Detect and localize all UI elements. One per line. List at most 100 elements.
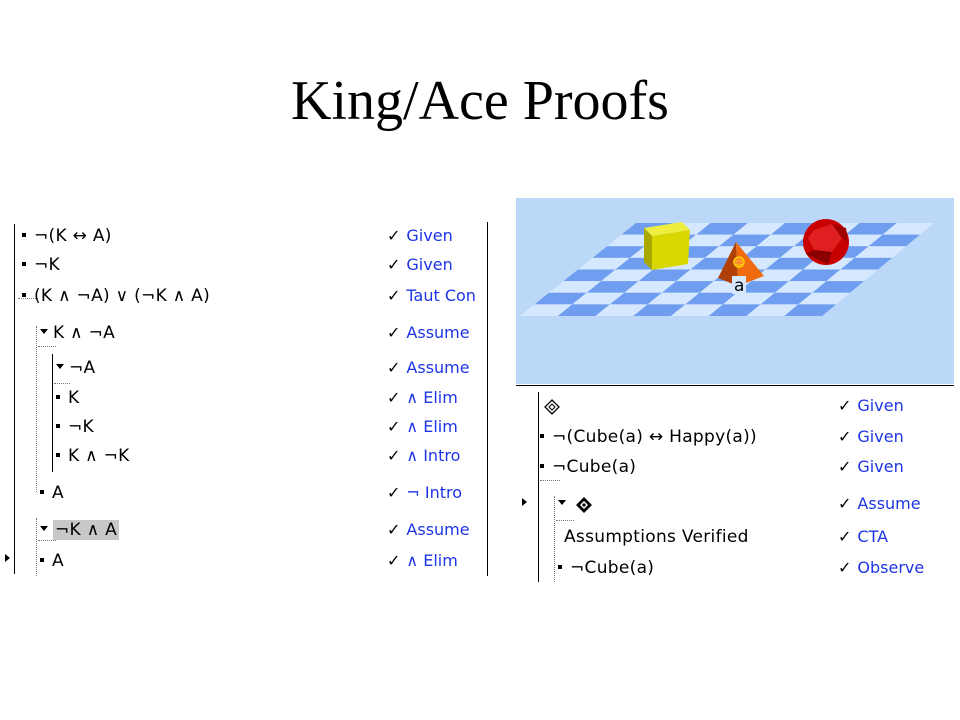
board-square[interactable] <box>638 269 691 282</box>
board-square[interactable] <box>624 281 677 293</box>
disclosure-triangle-icon[interactable] <box>56 364 64 370</box>
orange-pyramid-icon[interactable] <box>718 242 764 286</box>
board-square[interactable] <box>578 257 630 270</box>
rule-3[interactable]: ✓Given <box>838 455 904 479</box>
board-square[interactable] <box>601 269 653 282</box>
proof-line-1[interactable] <box>544 394 560 418</box>
board-square[interactable] <box>784 304 836 316</box>
board-square[interactable] <box>696 223 748 235</box>
board-square[interactable] <box>676 269 728 282</box>
proof-line-5[interactable]: ¬A <box>56 356 95 380</box>
board-square[interactable] <box>722 292 775 305</box>
disclosure-triangle-icon[interactable] <box>40 329 48 335</box>
rule-2[interactable]: ✓Given <box>387 253 453 277</box>
rule-7[interactable]: ✓∧ Elim <box>387 415 458 439</box>
formula[interactable]: A <box>52 551 64 571</box>
board-square[interactable] <box>563 269 616 282</box>
formula[interactable]: ¬K <box>34 255 60 275</box>
formula[interactable]: ¬(K ↔ A) <box>34 226 112 246</box>
proof-line-7[interactable]: ¬K <box>56 415 94 439</box>
proof-line-5[interactable]: Assumptions Verified <box>564 525 749 549</box>
board-square[interactable] <box>572 292 625 305</box>
rule-3[interactable]: ✓Taut Con <box>387 284 476 308</box>
proof-line-3[interactable]: ¬Cube(a) <box>540 455 636 479</box>
focus-slider-icon[interactable] <box>522 498 527 506</box>
board-square[interactable] <box>746 304 799 316</box>
board-square[interactable] <box>595 304 648 316</box>
board-square[interactable] <box>609 292 662 305</box>
board-square[interactable] <box>737 281 789 293</box>
board-square[interactable] <box>671 304 723 316</box>
board-square[interactable] <box>788 269 841 282</box>
board-square[interactable] <box>812 281 864 293</box>
board-square[interactable] <box>719 234 771 247</box>
rule-6[interactable]: ✓Observe <box>838 556 924 580</box>
proof-line-2[interactable]: ¬(Cube(a) ↔ Happy(a)) <box>540 425 757 449</box>
formula[interactable]: ¬Cube(a) <box>570 558 655 578</box>
formula[interactable]: ¬A <box>69 358 96 378</box>
rule-2[interactable]: ✓Given <box>838 425 904 449</box>
board-square[interactable] <box>685 292 738 305</box>
proof-line-4[interactable]: K ∧ ¬A <box>40 321 115 345</box>
rule-11[interactable]: ✓∧ Elim <box>387 549 458 573</box>
rule-5[interactable]: ✓Assume <box>387 356 470 380</box>
board-square[interactable] <box>774 281 827 293</box>
rule-4[interactable]: ✓Assume <box>838 492 921 516</box>
board-square[interactable] <box>760 292 813 305</box>
disclosure-triangle-icon[interactable] <box>558 500 566 506</box>
board-square[interactable] <box>854 246 906 258</box>
proof-line-3[interactable]: (K ∧ ¬A) ∨ (¬K ∧ A) <box>22 284 210 308</box>
board-square[interactable] <box>520 304 573 316</box>
rule-5[interactable]: ✓CTA <box>838 525 888 549</box>
rule-8[interactable]: ✓∧ Intro <box>387 444 460 468</box>
proof-line-4[interactable] <box>558 492 593 516</box>
rule-9[interactable]: ✓¬ Intro <box>387 481 462 505</box>
rule-4[interactable]: ✓Assume <box>387 321 470 345</box>
board-square[interactable] <box>633 304 686 316</box>
red-dodecahedron-icon[interactable] <box>803 219 849 265</box>
board-square[interactable] <box>592 246 645 258</box>
board-square[interactable] <box>798 292 850 305</box>
board-square[interactable] <box>586 281 639 293</box>
board-square[interactable] <box>845 223 897 235</box>
board-square[interactable] <box>681 234 734 247</box>
board-square[interactable] <box>756 234 809 247</box>
formula[interactable]: Assumptions Verified <box>564 527 749 547</box>
rule-6[interactable]: ✓∧ Elim <box>387 386 458 410</box>
formula[interactable]: K ∧ ¬K <box>68 446 130 466</box>
formula-selected[interactable]: ¬K ∧ A <box>53 520 120 540</box>
proof-line-10[interactable]: ¬K ∧ A <box>40 518 120 542</box>
formula[interactable]: ¬(Cube(a) ↔ Happy(a)) <box>552 427 757 447</box>
board-square[interactable] <box>840 257 893 270</box>
proof-line-2[interactable]: ¬K <box>22 253 60 277</box>
board-square[interactable] <box>882 223 934 235</box>
disclosure-triangle-icon[interactable] <box>40 526 48 532</box>
board-square[interactable] <box>868 234 920 247</box>
formula[interactable]: K <box>68 388 80 408</box>
board-square[interactable] <box>826 269 878 282</box>
board-square[interactable] <box>647 292 700 305</box>
formula[interactable]: (K ∧ ¬A) ∨ (¬K ∧ A) <box>34 286 211 306</box>
focus-slider-icon[interactable] <box>5 554 10 562</box>
proof-line-9[interactable]: A <box>40 481 64 505</box>
proof-line-6[interactable]: ¬Cube(a) <box>558 556 654 580</box>
board-square[interactable] <box>742 246 794 258</box>
formula[interactable]: A <box>52 483 64 503</box>
board-square[interactable] <box>557 304 610 316</box>
board-square[interactable] <box>534 292 587 305</box>
proof-line-11[interactable]: A <box>40 549 64 573</box>
rule-1[interactable]: ✓Given <box>387 224 453 248</box>
proof-line-8[interactable]: K ∧ ¬K <box>56 444 130 468</box>
formula[interactable]: K ∧ ¬A <box>53 323 116 343</box>
rule-10[interactable]: ✓Assume <box>387 518 470 542</box>
board-square[interactable] <box>733 223 785 235</box>
board-square[interactable] <box>751 269 803 282</box>
formula[interactable]: ¬Cube(a) <box>552 457 637 477</box>
rule-1[interactable]: ✓Given <box>838 394 904 418</box>
board-square[interactable] <box>549 281 602 293</box>
yellow-cube-icon[interactable] <box>644 222 690 270</box>
board-square[interactable] <box>765 257 818 270</box>
proof-line-1[interactable]: ¬(K ↔ A) <box>22 224 112 248</box>
board-square[interactable] <box>708 304 761 316</box>
world-view[interactable]: a <box>516 198 954 384</box>
